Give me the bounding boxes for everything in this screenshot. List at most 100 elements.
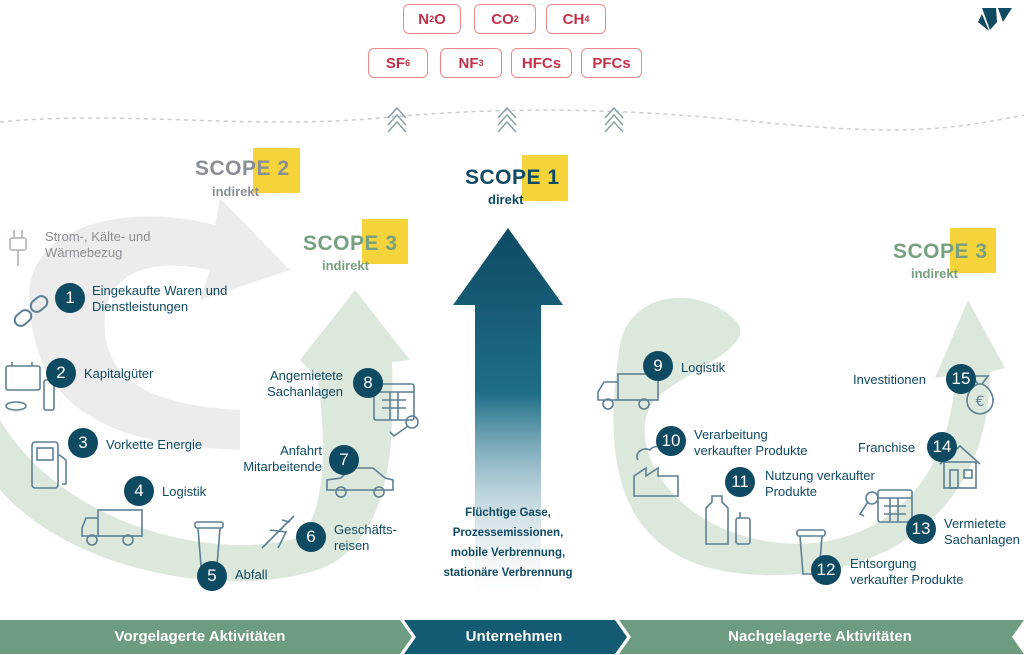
badge-13: 13 <box>906 514 936 544</box>
scope3-left-title: SCOPE 3 <box>303 232 398 256</box>
upstream-label-6: Geschäfts- reisen <box>334 522 397 554</box>
scope1-item-2: Prozessemissionen, <box>452 527 564 539</box>
scope2-num: 2 <box>277 157 290 180</box>
upstream-label-4: Logistik <box>162 484 206 500</box>
gas-sf6-sub: 6 <box>405 58 411 68</box>
scope2-highlight <box>253 148 300 193</box>
scope1-item-4: stationäre Verbrennung <box>443 567 573 579</box>
upstream-8-line1: Angemietete <box>270 368 343 383</box>
scope1-word: SCOPE <box>465 166 542 189</box>
band-company <box>404 620 627 654</box>
downstream-12-line1: Entsorgung <box>850 556 917 571</box>
gas-pfcs-main: PFCs <box>592 54 631 72</box>
gas-pfcs: PFCs <box>581 48 642 78</box>
badge-6: 6 <box>296 522 326 552</box>
gas-ch4-main: CH <box>562 10 585 28</box>
gas-co2-sub: 2 <box>513 14 519 24</box>
scope2-subtitle: indirekt <box>212 184 259 199</box>
scope1-item-1: Flüchtige Gase, <box>465 507 551 519</box>
downstream-14-line1: Franchise <box>858 440 916 455</box>
scope2-title: SCOPE 2 <box>195 157 290 181</box>
gas-sf6-main: SF <box>385 54 406 72</box>
upstream-2-line1: Kapitalgüter <box>84 366 154 381</box>
scope1-item-3: mobile Verbrennung, <box>450 547 566 559</box>
gas-hfcs: HFCs <box>511 48 572 78</box>
downstream-9-line1: Logistik <box>681 360 726 375</box>
atmosphere-wave <box>0 109 1024 131</box>
scope3-right-num: 3 <box>975 240 988 263</box>
downstream-label-14: Franchise <box>858 440 915 456</box>
upstream-label-2: Kapitalgüter <box>84 366 153 382</box>
badge-2: 2 <box>46 358 76 388</box>
downstream-11-line2: Produkte <box>765 484 818 499</box>
badge-11: 11 <box>725 467 755 497</box>
upstream-3-line1: Vorkette Energie <box>106 437 203 452</box>
upstream-8-line2: Sachanlagen <box>267 384 343 399</box>
upstream-1-line1: Eingekaufte Waren und <box>92 283 228 298</box>
gas-hfcs-main: HFCs <box>521 54 562 72</box>
downstream-13-line1: Vermietete <box>944 516 1007 531</box>
downstream-10-line2: verkaufter Produkte <box>694 443 808 458</box>
car-icon <box>326 467 394 498</box>
scope2-word: SCOPE <box>195 157 272 180</box>
gas-nf3-sub: 3 <box>478 58 484 68</box>
band-downstream <box>619 620 1024 654</box>
band-upstream <box>0 620 412 654</box>
scope2-item-line2: Wärmebezug <box>45 245 123 260</box>
badge-15: 15 <box>946 364 976 394</box>
badge-14: 14 <box>927 432 957 462</box>
downstream-13-line2: Sachanlagen <box>944 532 1020 547</box>
scope3-right-word: SCOPE <box>893 240 970 263</box>
svg-text:€: € <box>976 394 985 410</box>
scope1-subtitle: direkt <box>488 192 524 207</box>
scope3-left-subtitle: indirekt <box>322 258 369 273</box>
downstream-label-9: Logistik <box>681 360 725 376</box>
upstream-4-line1: Logistik <box>162 484 207 499</box>
money-bag-icon: € <box>966 375 994 415</box>
scope1-highlight <box>522 155 568 201</box>
scope1-items: Flüchtige Gase, Prozessemissionen, mobil… <box>432 503 584 583</box>
downstream-11-line1: Nutzung verkaufter <box>765 468 875 483</box>
scope3-right-title: SCOPE 3 <box>893 240 988 264</box>
fuel-pump-icon <box>31 441 67 489</box>
badge-3: 3 <box>68 428 98 458</box>
badge-9: 9 <box>643 351 673 381</box>
downstream-label-15: Investitionen <box>853 372 926 388</box>
upstream-label-5: Abfall <box>235 567 268 583</box>
gas-co2-main: CO <box>491 10 514 28</box>
scope3-left-arrow <box>0 290 410 582</box>
band-downstream-label: Nachgelagerte Aktivitäten <box>728 628 912 645</box>
scope3-left-highlight <box>362 219 408 264</box>
band-upstream-label: Vorgelagerte Aktivitäten <box>114 628 286 645</box>
scope3-right-arrow <box>613 297 1005 576</box>
scope1-title: SCOPE 1 <box>465 166 560 190</box>
badge-10: 10 <box>656 426 686 456</box>
scope2-item-line1: Strom-, Kälte- und <box>45 229 151 244</box>
upstream-1-line2: Dienstleistungen <box>92 299 189 314</box>
downstream-10-line1: Verarbeitung <box>694 427 768 442</box>
gas-n2o-sub: 2 <box>429 14 435 24</box>
scope3-left-word: SCOPE <box>303 232 380 255</box>
upstream-5-line1: Abfall <box>235 567 268 582</box>
upstream-label-8: Angemietete Sachanlagen <box>255 368 343 400</box>
calendar-key-icon <box>373 383 419 438</box>
downstream-label-13: Vermietete Sachanlagen <box>944 516 1020 548</box>
badge-12: 12 <box>811 555 841 585</box>
calendar-key-icon <box>858 489 913 523</box>
downstream-label-10: Verarbeitung verkaufter Produkte <box>694 427 807 459</box>
upstream-7-line2: Mitarbeitende <box>243 459 322 474</box>
upstream-label-1: Eingekaufte Waren und Dienstleistungen <box>92 283 227 315</box>
scope1-arrow <box>453 228 563 595</box>
badge-8: 8 <box>353 368 383 398</box>
airplane-icon <box>261 515 295 549</box>
downstream-label-12: Entsorgung verkaufter Produkte <box>850 556 963 588</box>
gas-ch4-sub: 4 <box>584 14 590 24</box>
truck-icon <box>597 373 659 410</box>
badge-1: 1 <box>55 283 85 313</box>
